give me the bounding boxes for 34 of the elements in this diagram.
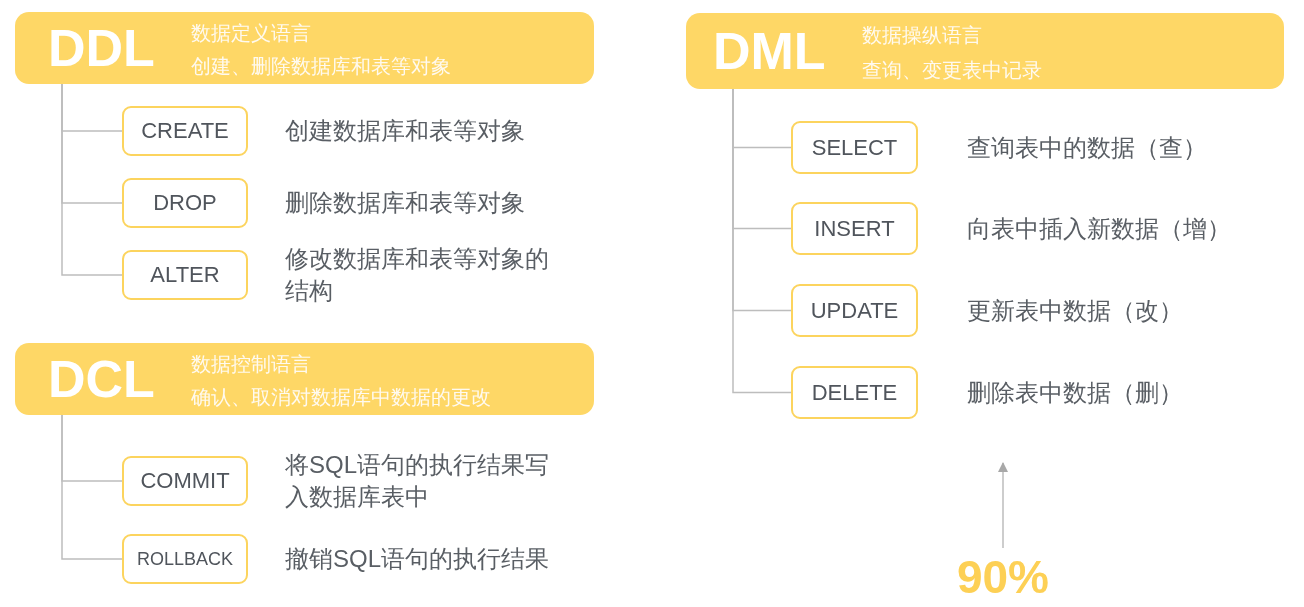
description-text: 更新表中数据（改） — [967, 295, 1184, 326]
description-text: 确认、取消对数据库中数据的更改 — [191, 385, 491, 409]
command-box: COMMIT — [122, 456, 248, 506]
connector-line — [61, 414, 123, 560]
description-text: 修改数据库和表等对象的结构 — [285, 244, 550, 306]
heading-text: DDL — [48, 22, 155, 74]
description-text: 创建、删除数据库和表等对象 — [191, 54, 451, 78]
command-box: INSERT — [791, 202, 918, 255]
connector-line — [61, 83, 123, 276]
command-box: DROP — [122, 178, 248, 228]
subtitle-text: 数据操纵语言 — [862, 23, 982, 47]
description-text: 撤销SQL语句的执行结果 — [285, 544, 551, 574]
category-banner — [15, 343, 594, 415]
description-text: 创建数据库和表等对象 — [285, 116, 526, 146]
command-box: SELECT — [791, 121, 918, 174]
command-box: DELETE — [791, 366, 918, 419]
description-text: 删除数据库和表等对象 — [285, 188, 526, 218]
heading-text: DML — [713, 25, 826, 77]
description-text: 将SQL语句的执行结果写入数据库表中 — [285, 450, 551, 512]
command-box: ROLLBACK — [122, 534, 248, 584]
description-text: 查询、变更表中记录 — [862, 58, 1042, 82]
arrow — [998, 462, 1008, 549]
subtitle-text: 数据控制语言 — [191, 352, 311, 376]
command-box: UPDATE — [791, 284, 918, 337]
description-text: 查询表中的数据（查） — [967, 132, 1208, 163]
subtitle-text: 数据定义语言 — [191, 21, 311, 45]
command-box: ALTER — [122, 250, 248, 300]
description-text: 向表中插入新数据（增） — [967, 213, 1232, 244]
category-banner — [686, 13, 1284, 89]
description-text: 删除表中数据（删） — [967, 377, 1184, 408]
heading-text: DCL — [48, 353, 155, 405]
percentage-text: 90% — [950, 548, 1056, 600]
command-box: CREATE — [122, 106, 248, 156]
category-banner — [15, 12, 594, 84]
